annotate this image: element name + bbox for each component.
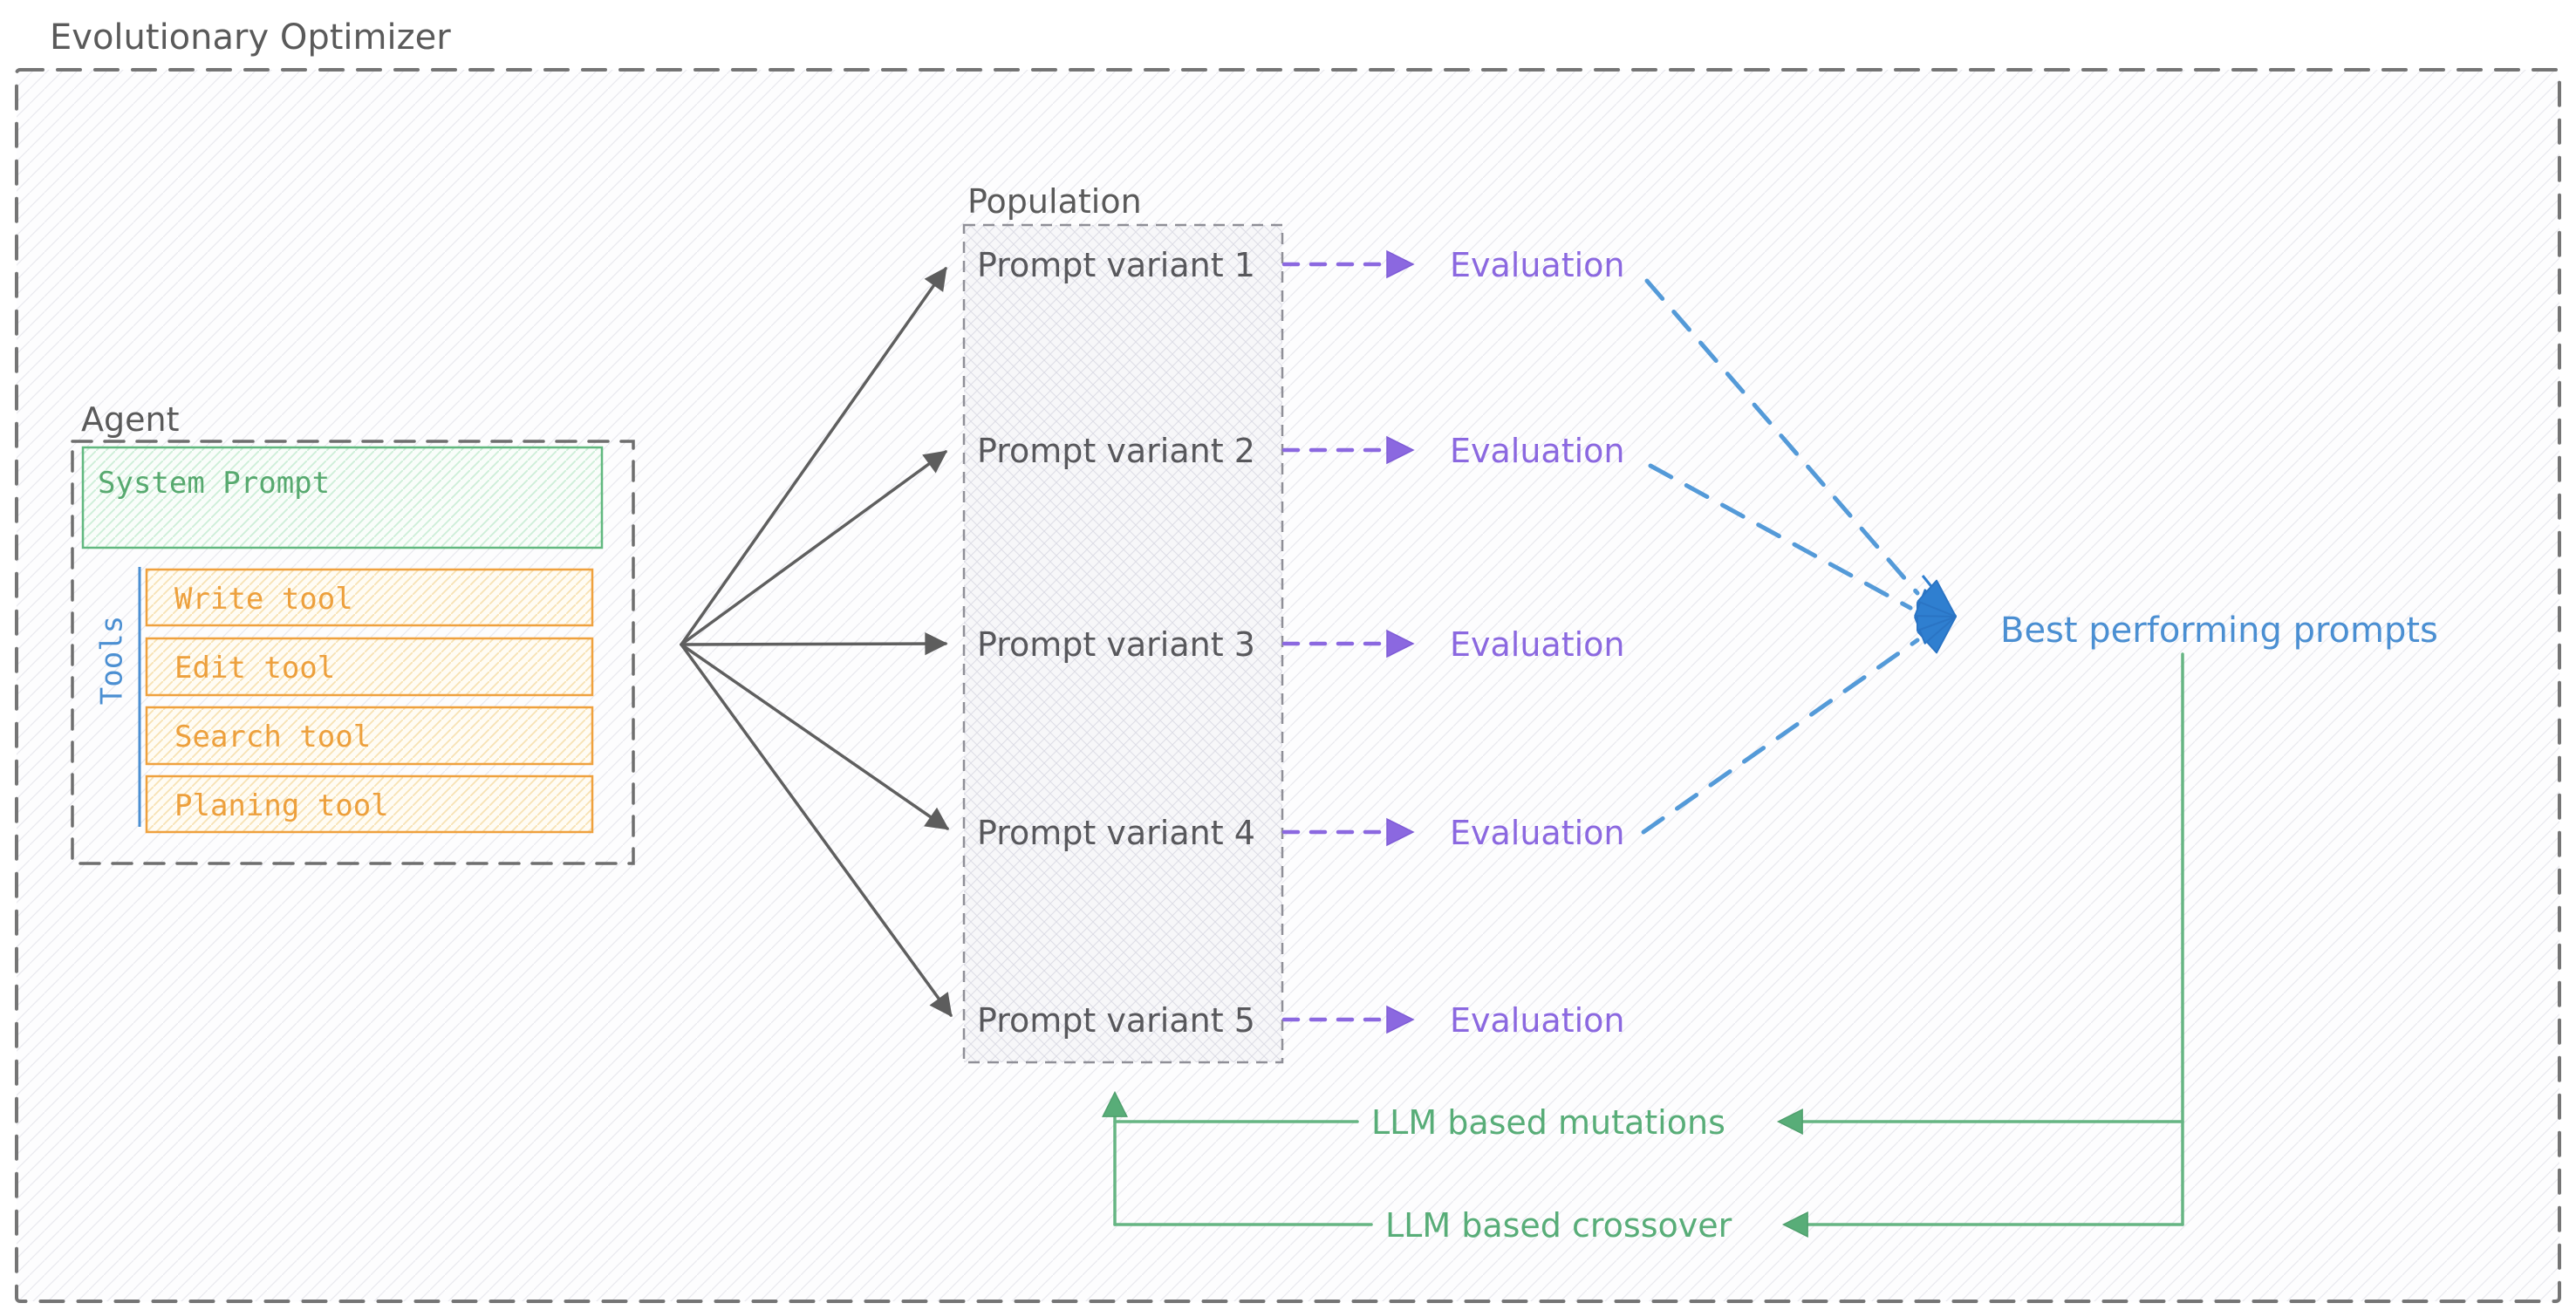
best-performing-prompts-label: Best performing prompts — [2000, 611, 2438, 651]
diagram-title: Evolutionary Optimizer — [50, 17, 451, 58]
fan-arrows — [680, 266, 953, 1018]
tool-box-planing — [145, 774, 594, 834]
evaluation-labels: Evaluation Evaluation Evaluation Evaluat… — [1450, 246, 1625, 1040]
fan-arrow-3 — [680, 631, 948, 656]
evaluation-label-4: Evaluation — [1450, 814, 1625, 852]
evaluation-label-3: Evaluation — [1450, 625, 1625, 664]
fan-arrow-1 — [680, 266, 947, 646]
prompt-variant-1: Prompt variant 1 — [977, 246, 1255, 284]
fan-arrow-5 — [680, 643, 953, 1018]
convergence-arrowheads-icon — [1914, 575, 1958, 654]
prompt-variant-3: Prompt variant 3 — [977, 625, 1255, 664]
tools-label: Tools — [95, 616, 130, 705]
tool-box-search — [145, 706, 594, 766]
agent-box — [71, 440, 635, 865]
prompt-variant-2: Prompt variant 2 — [977, 432, 1255, 470]
population-box — [962, 223, 1284, 1064]
evaluation-label-5: Evaluation — [1450, 1001, 1625, 1040]
tool-label-planing: Planing tool — [174, 788, 389, 823]
best-prompt-connectors — [1641, 278, 1920, 835]
system-prompt-box — [81, 446, 604, 549]
tool-box-write — [145, 568, 594, 627]
population-label: Population — [967, 182, 1142, 221]
evaluation-label-1: Evaluation — [1450, 246, 1625, 284]
evaluation-arrows — [1281, 249, 1415, 1034]
fan-arrow-2 — [680, 450, 948, 646]
tool-label-write: Write tool — [174, 582, 353, 617]
system-prompt-label: System Prompt — [98, 466, 330, 501]
connector-eval1 — [1644, 278, 1920, 596]
connector-eval2 — [1648, 463, 1913, 611]
prompt-variant-4: Prompt variant 4 — [977, 814, 1255, 852]
evaluation-label-2: Evaluation — [1450, 432, 1625, 470]
connector-eval4 — [1641, 638, 1920, 835]
evolutionary-optimizer-box — [15, 68, 2561, 1303]
agent-label: Agent — [81, 400, 179, 439]
mutations-label: LLM based mutations — [1371, 1103, 1725, 1142]
prompt-variant-5: Prompt variant 5 — [977, 1001, 1255, 1040]
tool-box-edit — [145, 637, 594, 697]
tool-label-search: Search tool — [174, 720, 371, 754]
prompt-variants: Prompt variant 1 Prompt variant 2 Prompt… — [977, 246, 1255, 1040]
fan-arrow-4 — [680, 643, 950, 830]
feedback-lines — [1102, 652, 2184, 1238]
tool-label-edit: Edit tool — [174, 651, 335, 686]
crossover-label: LLM based crossover — [1385, 1206, 1732, 1245]
